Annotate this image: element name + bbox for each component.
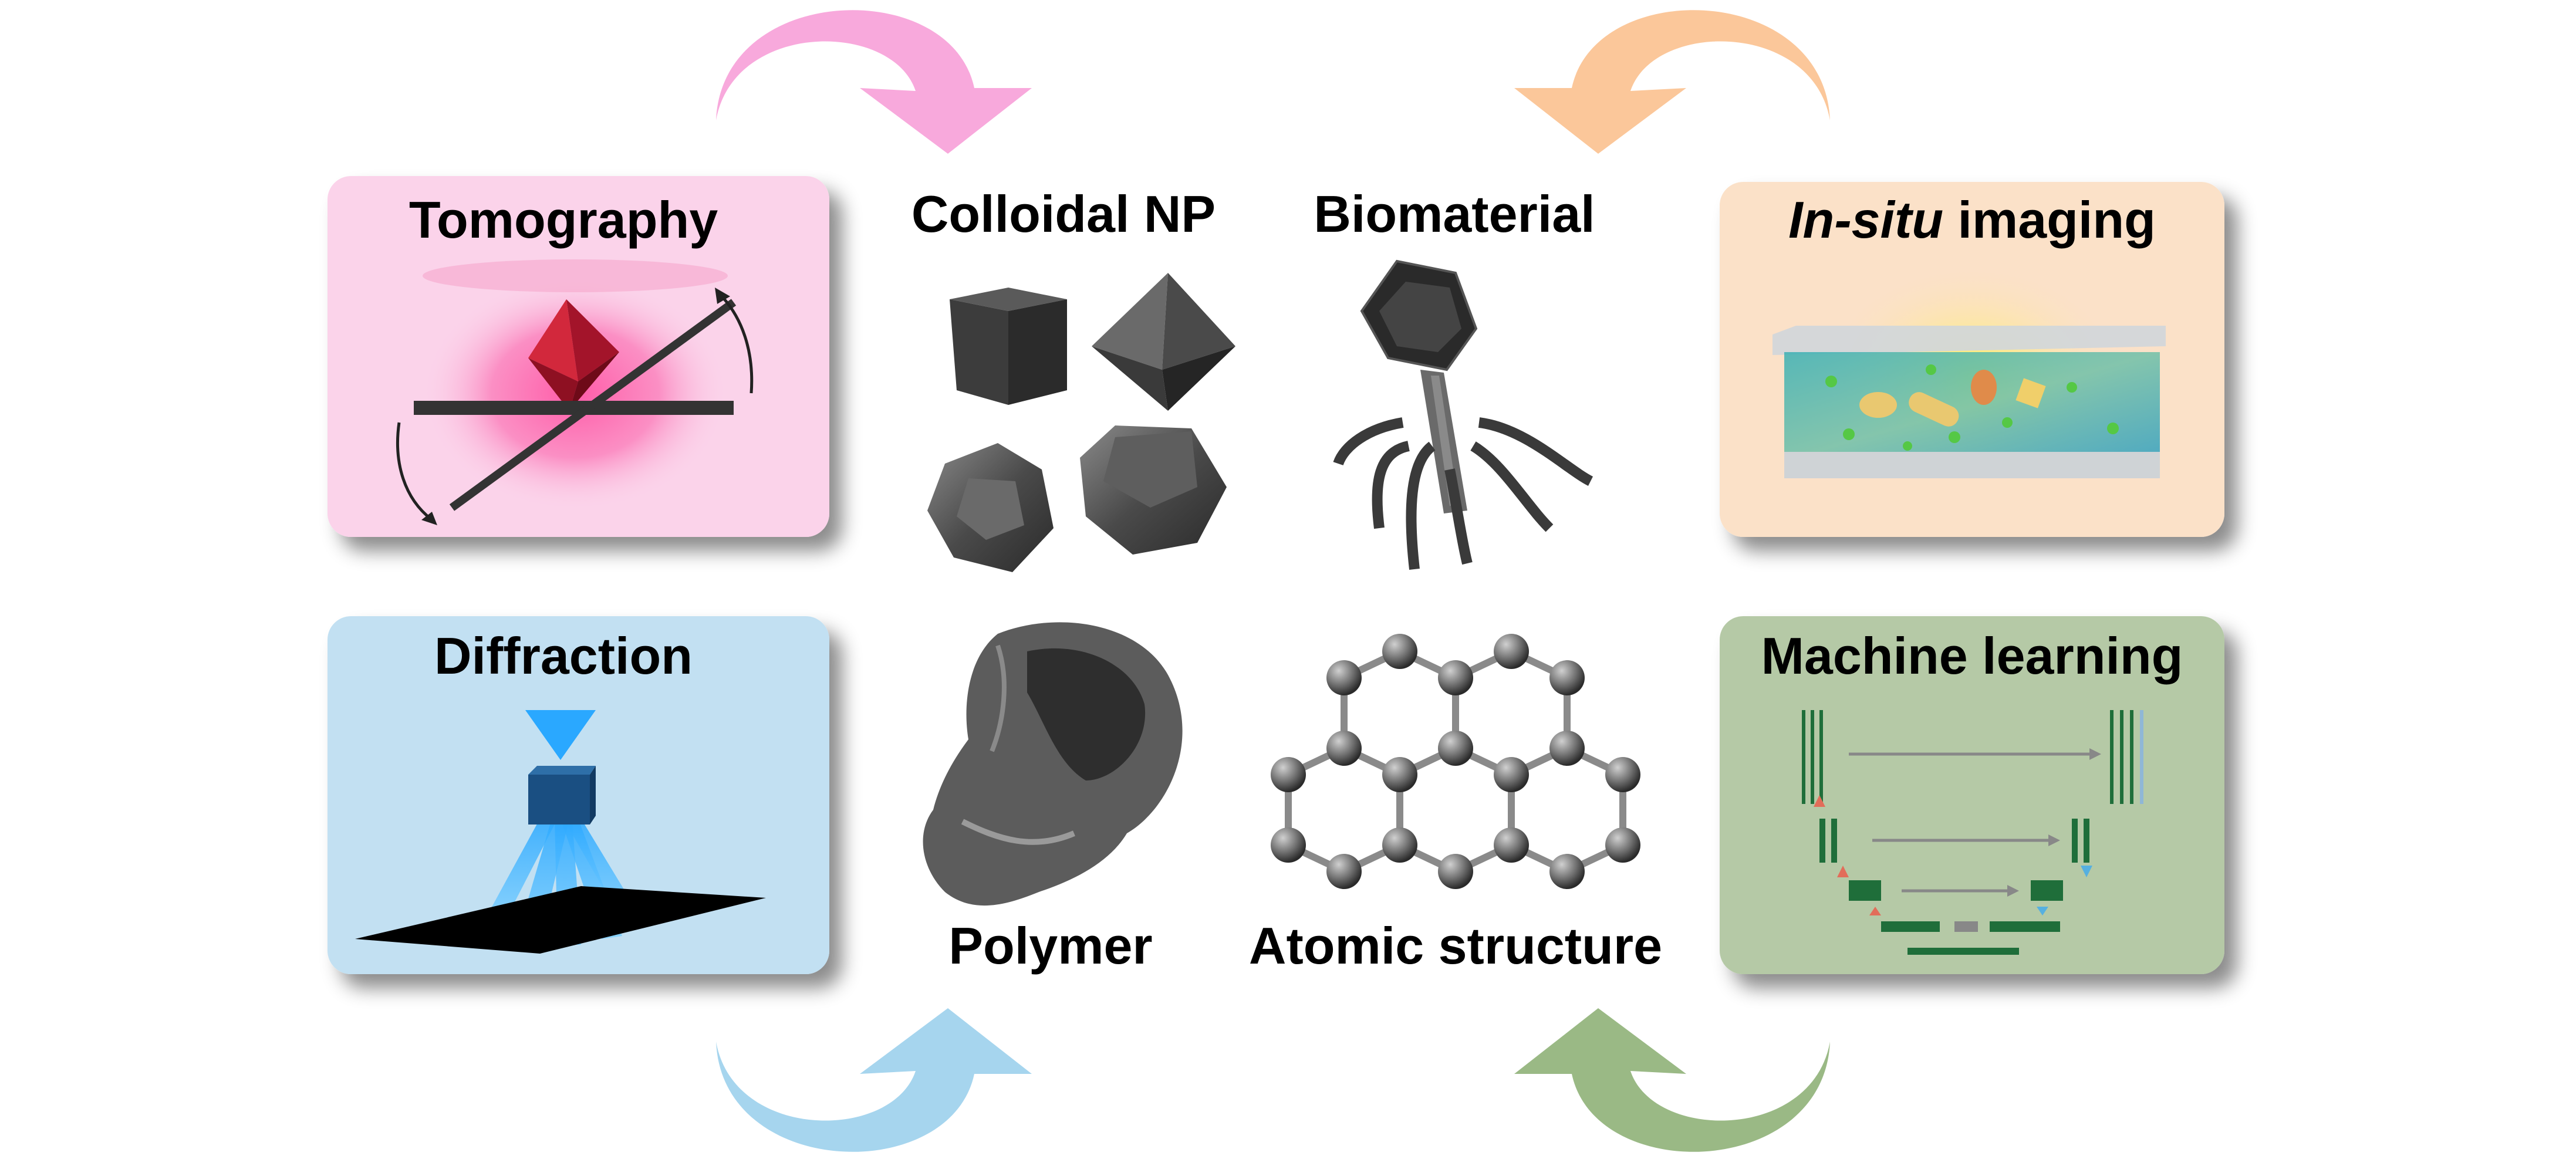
- tomography-octahedron-icon: [528, 299, 619, 411]
- polymer-shape-icon: [923, 622, 1183, 906]
- diffraction-label: Diffraction: [434, 627, 693, 685]
- rotation-arrow-icon-2: [396, 422, 433, 521]
- polymer-label: Polymer: [948, 917, 1152, 975]
- unet-diagram-icon: [1802, 710, 2143, 955]
- detector-plane: [355, 886, 766, 954]
- cube-nanoparticle-icon: [950, 288, 1067, 405]
- atomic-structure-group: Atomic structure: [1249, 634, 1662, 975]
- tomography-stage-bar: [414, 401, 734, 415]
- arrow-blue: [716, 1008, 1032, 1152]
- polymer-group: Polymer: [923, 622, 1183, 975]
- atomic-structure-label: Atomic structure: [1249, 917, 1662, 975]
- atom-nodes: [1271, 634, 1640, 889]
- insitu-panel: In-situ imaging: [1720, 182, 2224, 537]
- rotation-arrow-icon: [718, 292, 754, 394]
- incident-beam-icon: [525, 710, 596, 760]
- insitu-label-italic: In-situ: [1788, 191, 1943, 249]
- truncated-nanoparticle-icon: [1080, 425, 1227, 555]
- liquid-cell-icon: [1773, 326, 2166, 478]
- colloidal-np-label: Colloidal NP: [911, 185, 1216, 243]
- tomography-tilt-axis: [449, 299, 737, 511]
- insitu-label-rest: imaging: [1943, 191, 2156, 249]
- tomography-panel: Tomography: [328, 176, 829, 537]
- colloidal-np-group: Colloidal NP: [911, 185, 1235, 572]
- dodecahedron-nanoparticle-icon: [927, 443, 1054, 572]
- arrow-orange: [1514, 10, 1830, 154]
- biomaterial-group: Biomaterial: [1314, 185, 1595, 570]
- arrow-pink: [716, 10, 1032, 154]
- bacteriophage-icon: [1333, 259, 1593, 570]
- ml-panel: Machine learning: [1720, 616, 2224, 974]
- arrow-green: [1514, 1008, 1830, 1152]
- insitu-label: In-situ imaging: [1788, 191, 2156, 249]
- diffraction-panel: Diffraction: [328, 616, 829, 974]
- octahedron-nanoparticle-icon: [1092, 273, 1235, 411]
- tomography-label: Tomography: [409, 191, 718, 249]
- biomaterial-label: Biomaterial: [1314, 185, 1595, 243]
- machine-learning-label: Machine learning: [1761, 627, 2183, 685]
- crystal-cube-icon: [528, 766, 596, 825]
